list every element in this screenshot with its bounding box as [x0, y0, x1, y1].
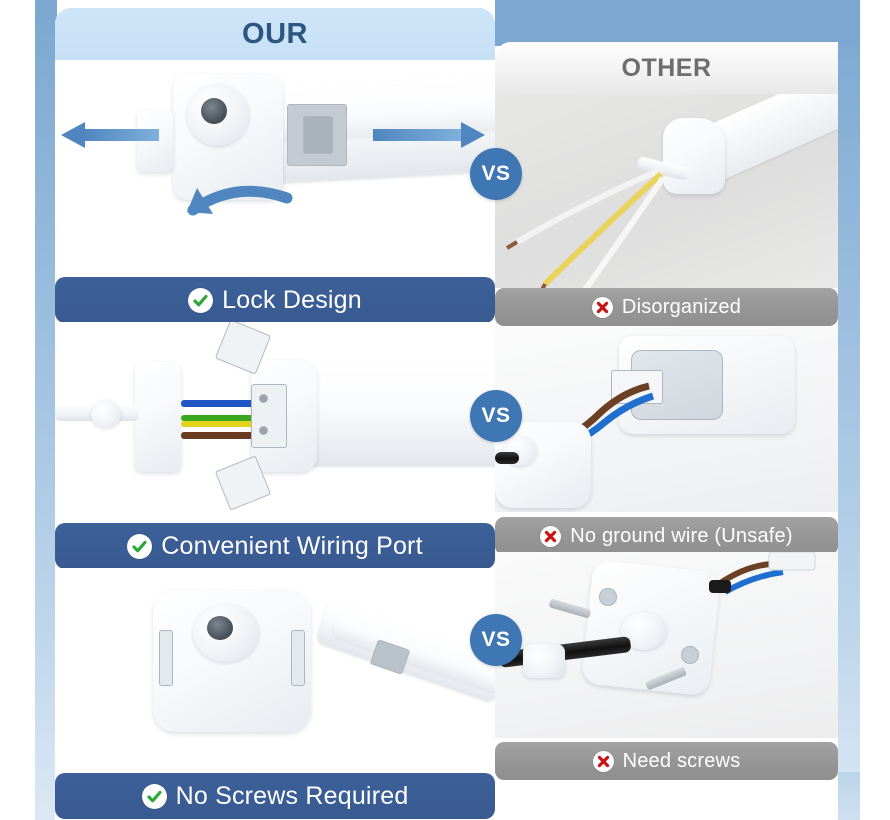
other-feature-bar-2: No ground wire (Unsafe): [495, 517, 838, 555]
vs-badge-3: VS: [470, 614, 522, 666]
other-feature-bar-3: Need screws: [495, 742, 838, 780]
cross-icon: [592, 750, 614, 772]
frame-band-top: [495, 0, 860, 46]
arrow-left-icon: [61, 122, 159, 148]
other-photo-disorganized: [495, 94, 838, 288]
our-feature-bar-2: Convenient Wiring Port: [55, 523, 495, 569]
our-photo-lock-design: [55, 60, 495, 278]
other-column-header: OTHER: [495, 42, 838, 94]
our-column-header: OUR: [55, 8, 495, 60]
vs-badge-label: VS: [481, 162, 511, 185]
check-icon: [188, 287, 214, 313]
our-feature-label-3: No Screws Required: [175, 781, 409, 810]
wire-earth-yellow: [181, 421, 257, 427]
our-feature-label-2: Convenient Wiring Port: [161, 531, 423, 560]
arrow-rotate-icon: [187, 185, 293, 216]
wire-earth-green: [181, 415, 257, 421]
frame-band-left: [35, 0, 57, 820]
cross-icon: [540, 525, 562, 547]
other-photo-need-screws: [495, 552, 838, 738]
check-icon: [141, 783, 167, 809]
screw-icon: [548, 598, 592, 619]
other-photo-no-ground-wire: [495, 326, 838, 512]
vs-badge-2: VS: [470, 390, 522, 442]
frame-band-right: [838, 0, 860, 820]
our-feature-bar-3: No Screws Required: [55, 773, 495, 819]
other-feature-label-3: Need screws: [622, 749, 741, 772]
our-photo-no-screws: [55, 568, 495, 768]
cross-icon: [591, 296, 613, 318]
our-feature-label-1: Lock Design: [222, 285, 362, 314]
other-feature-label-2: No ground wire (Unsafe): [570, 524, 793, 547]
other-feature-label-1: Disorganized: [621, 295, 742, 318]
wire-live-brown: [181, 432, 257, 439]
wire-neutral-blue: [181, 400, 257, 407]
our-photo-wiring-port: [55, 322, 495, 524]
our-column-title: OUR: [242, 17, 308, 50]
vs-badge-1: VS: [470, 148, 522, 200]
arrow-right-icon: [373, 122, 485, 148]
vs-badge-label: VS: [481, 628, 511, 651]
our-feature-bar-1: Lock Design: [55, 277, 495, 323]
other-column-title: OTHER: [621, 53, 712, 82]
other-feature-bar-1: Disorganized: [495, 288, 838, 326]
vs-badge-label: VS: [481, 404, 511, 427]
check-icon: [127, 533, 153, 559]
